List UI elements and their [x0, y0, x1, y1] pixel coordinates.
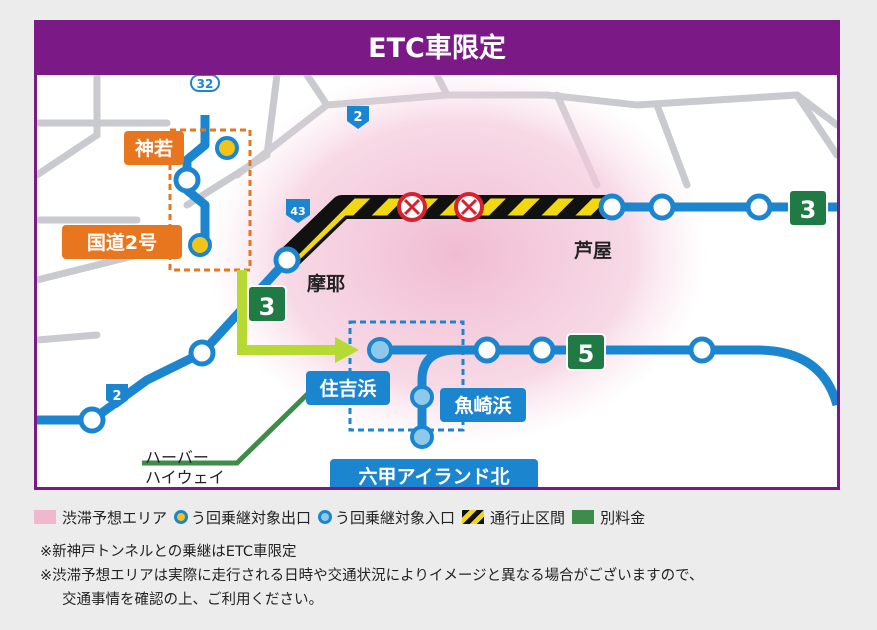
route-marker-2-top: 2: [347, 106, 369, 129]
route-line-rokko: [417, 345, 458, 437]
map-frame: ETC車限定: [34, 20, 840, 490]
legend-entry-icon: [318, 510, 333, 524]
route-marker-32: 32: [190, 75, 220, 92]
route-line-2-3: [37, 256, 291, 425]
detour-exit-node: [188, 233, 212, 257]
interchange-node: [688, 336, 716, 364]
svg-text:住吉浜: 住吉浜: [319, 377, 376, 400]
legend-swatch-congestion: [34, 510, 56, 524]
detour-arrow: [237, 270, 337, 355]
note-etc: ※新神戸トンネルとの乗継はETC車限定: [40, 544, 297, 560]
detour-entry-node: [410, 385, 434, 409]
harbor-highway-label: ハイウェイ: [145, 468, 225, 487]
interchange-node: [273, 246, 301, 274]
detour-entry-node: [367, 337, 393, 363]
legend-label-entry: う回乗継対象入口: [335, 508, 456, 527]
legend-label-exit: う回乗継対象出口: [191, 508, 312, 527]
note-congestion-cont: 交通事情を確認の上、ご利用ください。: [62, 592, 323, 608]
svg-text:国道2号: 国道2号: [87, 231, 157, 254]
detour-box-orange: [168, 128, 252, 272]
svg-text:2: 2: [353, 110, 362, 125]
closed-marker: [397, 192, 427, 222]
interchange-node: [78, 406, 106, 434]
route-marker-43: 43: [286, 199, 310, 223]
detour-entry-node: [410, 425, 434, 449]
station-label-ashiya: 芦屋: [574, 239, 612, 262]
legend-toll: 別料金: [572, 507, 645, 528]
interchange-node: [598, 193, 626, 221]
map-legend: 渋滞予想エリア う回乗継対象出口 う回乗継対象入口 通行止区間 別料金: [34, 506, 652, 528]
harbor-highway-label: ハーバー: [145, 448, 209, 467]
station-label-maya: 摩耶: [307, 272, 345, 295]
route-line-5: [382, 345, 837, 407]
detour-exit-node: [215, 136, 239, 160]
route-shield-3-maya: 3: [247, 285, 287, 323]
legend-label-congestion: 渋滞予想エリア: [62, 508, 168, 527]
svg-text:32: 32: [197, 77, 214, 91]
interchange-node: [173, 166, 201, 194]
svg-text:六甲アイランド北: 六甲アイランド北: [358, 465, 509, 488]
legend-congestion: 渋滞予想エリア: [34, 507, 167, 528]
interchange-node: [648, 193, 676, 221]
legend-swatch-toll: [572, 510, 595, 524]
station-label-kanwaka: 神若: [124, 131, 184, 165]
footnotes: ※新神戸トンネルとの乗継はETC車限定 ※渋滞予想エリアは実際に走行される日時や…: [40, 540, 704, 612]
route-marker-2-left: 2: [106, 384, 128, 408]
svg-text:3: 3: [259, 293, 276, 321]
route-shield-3-right: 3: [788, 189, 828, 227]
interchange-node: [473, 336, 501, 364]
svg-text:魚崎浜: 魚崎浜: [454, 394, 511, 417]
route-shield-5: 5: [566, 333, 606, 371]
station-label-uozakihama: 魚崎浜: [440, 388, 526, 422]
svg-text:43: 43: [290, 205, 305, 218]
closed-section-stripes: [281, 198, 607, 267]
svg-text:5: 5: [578, 340, 595, 368]
closed-marker: [454, 192, 484, 222]
station-label-kokudo2: 国道2号: [62, 225, 182, 259]
interchange-node: [745, 193, 773, 221]
svg-text:神若: 神若: [135, 137, 173, 160]
svg-text:2: 2: [112, 389, 121, 404]
station-label-rokko-north: 六甲アイランド北: [330, 459, 538, 488]
map-title: ETC車限定: [37, 23, 837, 75]
svg-text:3: 3: [800, 196, 817, 224]
interchange-node: [188, 339, 216, 367]
station-label-sumiyoshihama: 住吉浜: [306, 371, 390, 405]
detour-arrow-head: [335, 337, 359, 363]
legend-label-toll: 別料金: [600, 508, 646, 527]
note-congestion: ※渋滞予想エリアは実際に走行される日時や交通状況によりイメージと異なる場合がござ…: [40, 568, 704, 584]
legend-exit-icon: [174, 510, 189, 524]
legend-entry: う回乗継対象入口: [318, 507, 455, 528]
legend-closed: 通行止区間: [462, 507, 565, 528]
legend-swatch-closed: [462, 510, 485, 524]
route-map: 32 2 43 2 3 3 5 神若: [37, 75, 837, 488]
interchange-node: [528, 336, 556, 364]
legend-label-closed: 通行止区間: [490, 508, 566, 527]
legend-exit: う回乗継対象出口: [174, 507, 311, 528]
